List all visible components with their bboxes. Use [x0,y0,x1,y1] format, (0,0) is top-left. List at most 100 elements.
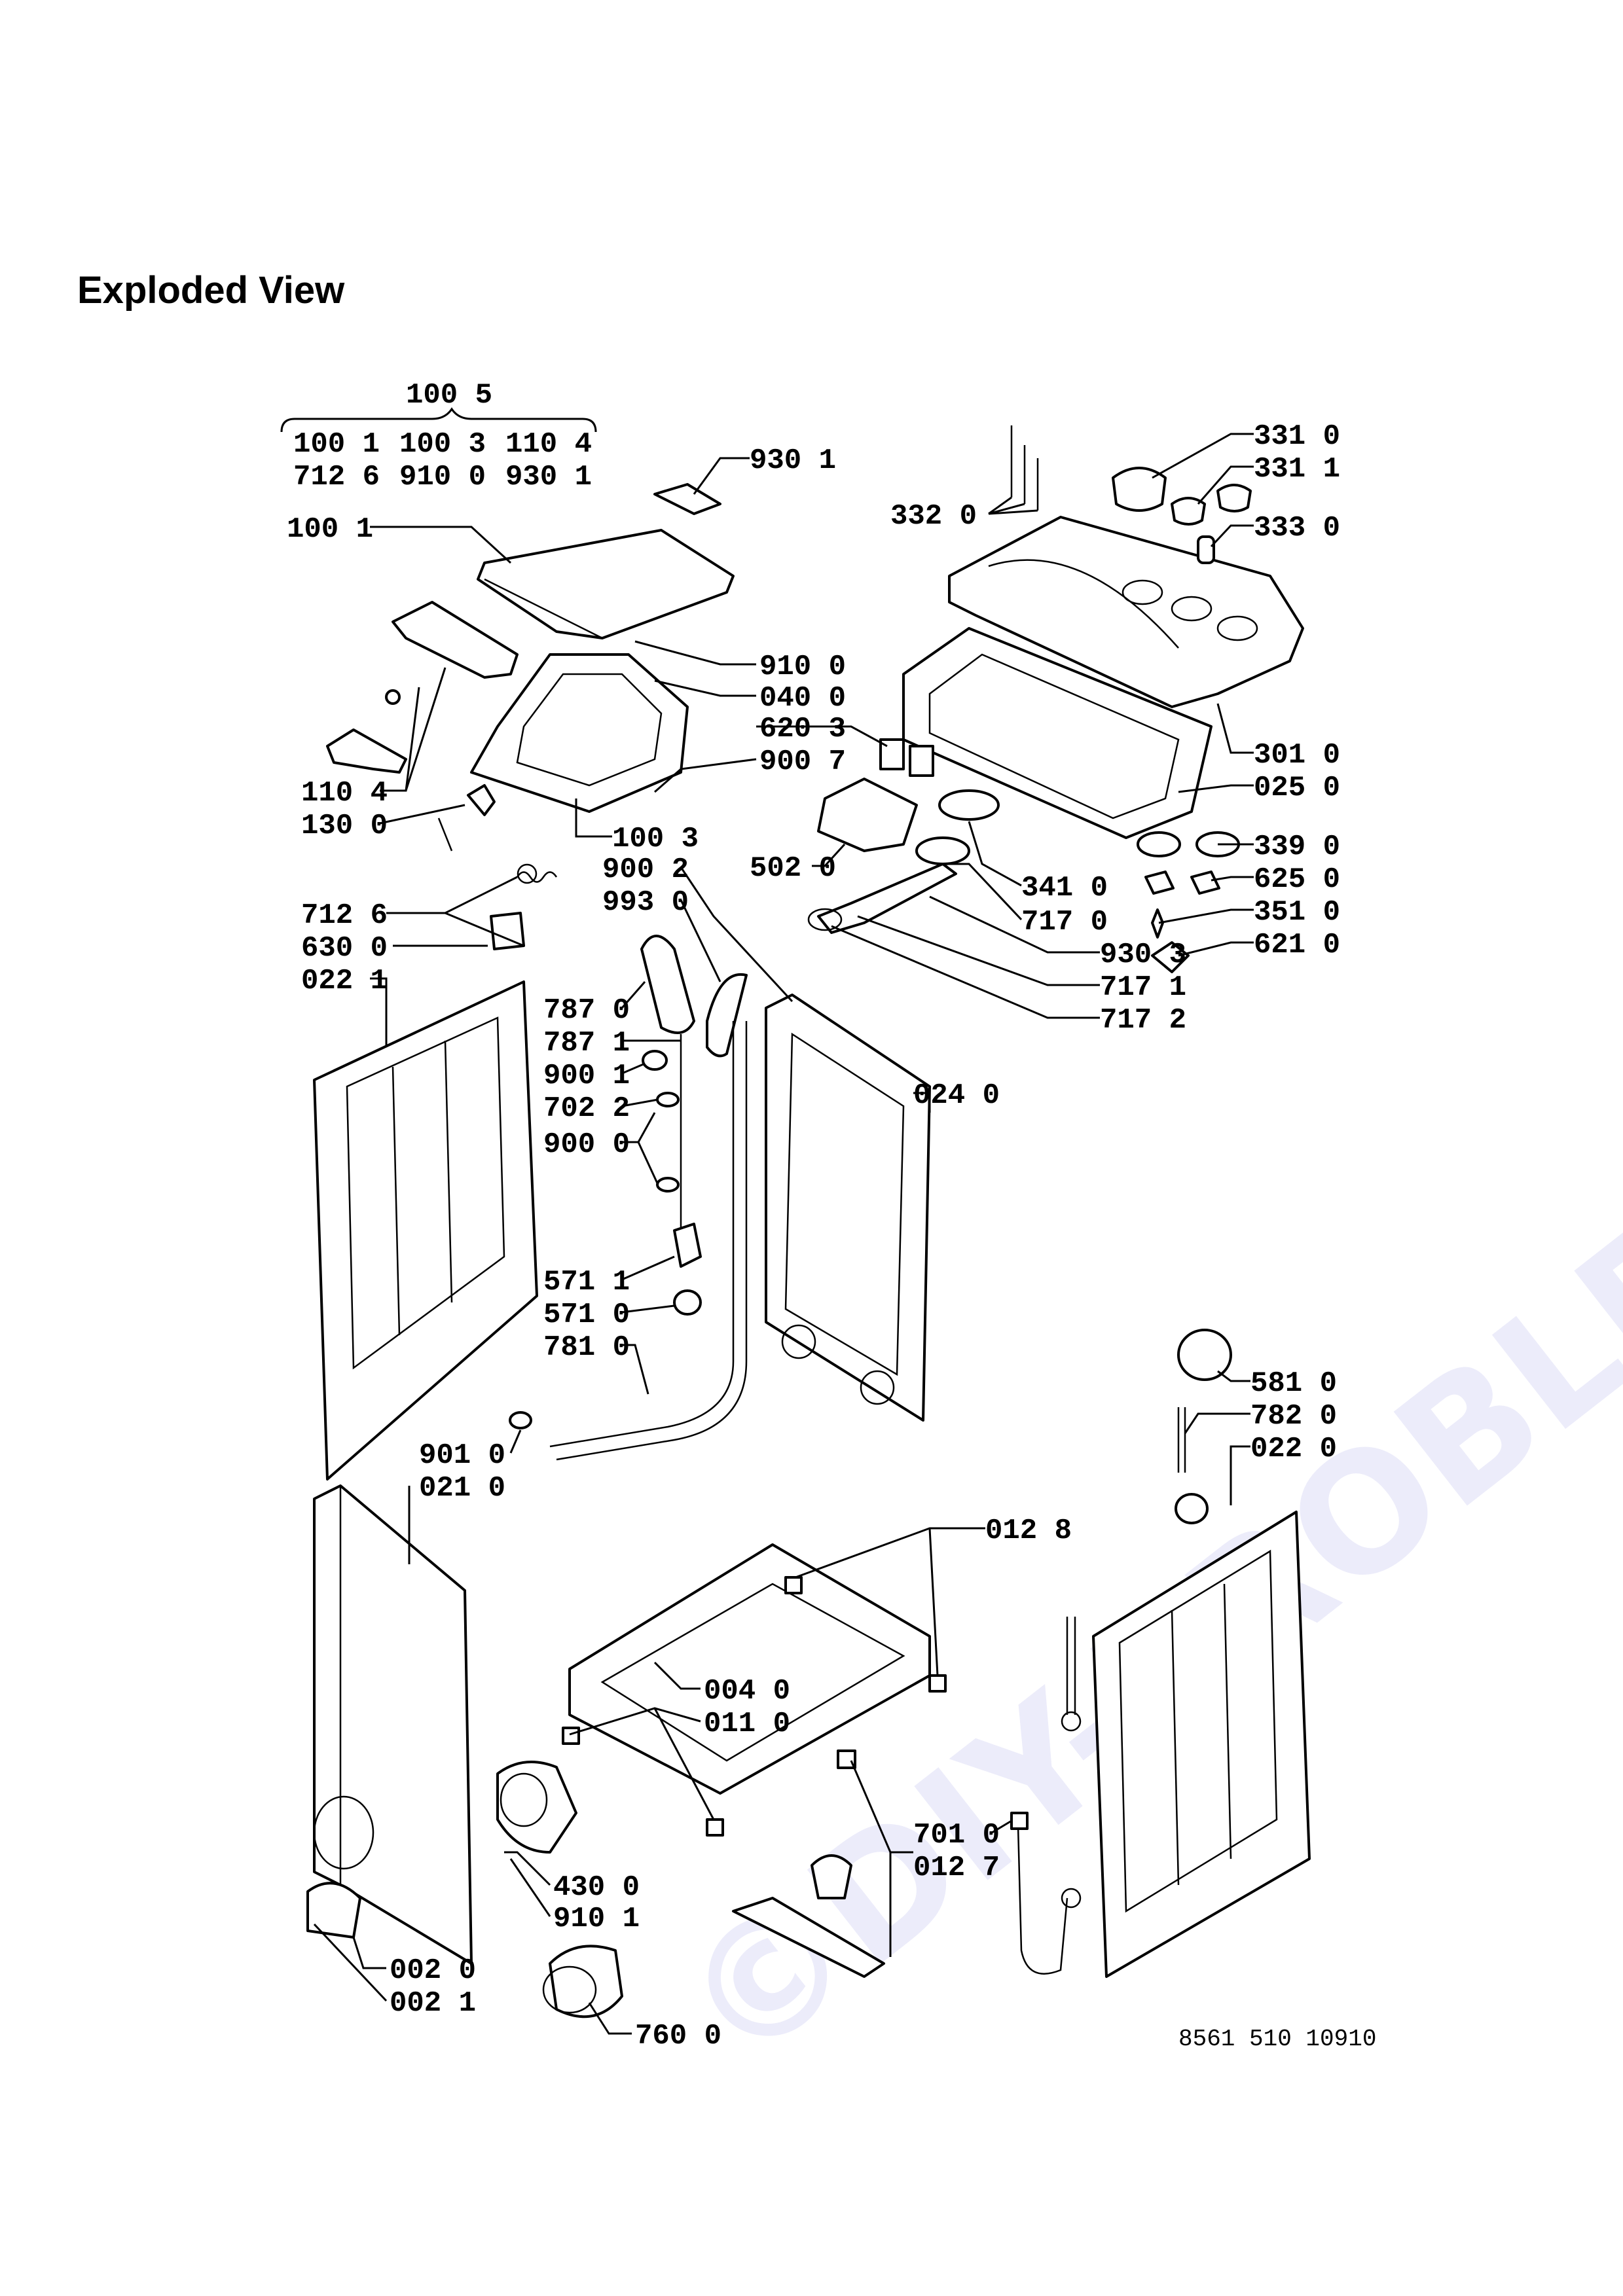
part-label: 024 0 [913,1079,1000,1112]
support-bracket [811,1854,852,1899]
inlet-hose [640,935,695,1034]
part-label: 301 0 [1254,739,1340,772]
part-label: 930 3 [1100,939,1186,971]
part-label: 130 0 [301,810,388,842]
kit-row-0-col-1: 100 3 [399,428,486,461]
part-labels: 930 1 331 0 331 1 332 0 333 0 100 1 910 … [287,420,1340,2053]
inlet-valve-hose [1017,1825,1068,1975]
part-label: 760 0 [635,2020,721,2053]
part-label: 110 4 [301,777,388,810]
clip [467,784,496,816]
part-label: 900 2 [602,853,689,886]
lid [477,529,735,639]
ring-900-1 [642,1050,668,1071]
kit-row-0-col-2: 110 4 [505,428,592,461]
part-drawings [306,425,1311,2018]
part-label: 993 0 [602,886,689,919]
drain-pipe [549,1021,735,1448]
part-label: 702 2 [543,1092,630,1125]
part-label: 571 0 [543,1299,630,1331]
part-label: 900 0 [543,1128,630,1161]
switch-block [817,778,918,852]
lever-arm [817,863,957,934]
knob-small-2 [1216,484,1252,512]
kit-row-1-col-0: 712 6 [293,461,380,493]
part-label: 900 7 [759,745,846,778]
part-label: 502 0 [750,852,836,885]
connector-2 [909,745,934,777]
part-label: 712 6 [301,899,388,932]
bracket-621 [1151,941,1190,973]
part-label: 787 0 [543,994,630,1027]
pin-351 [1151,908,1164,939]
part-label: 332 0 [890,500,977,533]
clip-625-1 [1144,870,1175,895]
part-label: 341 0 [1021,872,1108,905]
part-label: 781 0 [543,1331,630,1364]
part-label: 331 1 [1254,453,1340,486]
service-hatch [313,1795,374,1870]
part-label: 025 0 [1254,772,1340,804]
latch [326,728,407,774]
part-label: 002 1 [390,1987,476,2020]
foot-4 [562,1727,580,1745]
part-label: 004 0 [704,1675,790,1708]
part-label: 782 0 [1250,1400,1337,1433]
part-label: 002 0 [390,1954,476,1987]
cam-2 [915,836,970,865]
part-label: 930 1 [750,444,836,477]
bung-901 [509,1411,532,1429]
part-label: 717 0 [1021,906,1108,939]
part-label: 910 1 [553,1903,640,1935]
button-rod [1197,535,1215,564]
part-label: 100 1 [287,513,373,546]
adjust-knob-581 [1177,1329,1232,1381]
clip-625-2 [1190,870,1220,895]
lid-handle [653,483,721,515]
part-label: 620 3 [759,713,846,745]
knob-small-1 [1171,497,1206,526]
part-label: 630 0 [301,932,388,965]
part-label: 787 1 [543,1027,630,1060]
drawing-number: 8561 510 10910 [1178,2026,1376,2053]
part-label: 021 0 [419,1472,505,1505]
hatch-cover [306,1882,361,1939]
pressure-chamber [673,1289,702,1316]
part-label: 333 0 [1254,512,1340,545]
part-label: 581 0 [1250,1367,1337,1400]
kit-header: 100 5 100 1 100 3 110 4 712 6 910 0 930 … [280,379,597,493]
hinge-bar [392,601,519,679]
kit-row-1-col-2: 930 1 [505,461,592,493]
foot-3 [706,1818,724,1837]
light-pipes [1010,425,1039,511]
cap-702-2 [656,1092,680,1107]
top-frame [470,653,689,813]
part-label: 022 1 [301,965,388,997]
part-label: 012 8 [985,1515,1072,1547]
cap-900-0 [656,1177,680,1193]
part-label: 430 0 [553,1871,640,1904]
side-panel-right [1092,1511,1311,1978]
spring [516,871,558,883]
part-label: 701 0 [913,1819,1000,1852]
support-sole [732,1897,885,1978]
part-label: 012 7 [913,1852,1000,1884]
cam [938,789,1000,821]
pump-filter [549,1945,623,2018]
part-label: 625 0 [1254,863,1340,896]
bearing-1 [1137,831,1181,857]
part-label: 100 3 [612,823,699,855]
part-label: 011 0 [704,1708,790,1740]
part-label: 351 0 [1254,896,1340,929]
part-label: 901 0 [419,1439,505,1472]
foot-1 [784,1576,803,1594]
page-title: Exploded View [77,269,345,312]
part-label: 040 0 [759,682,846,715]
kit-header-label: 100 5 [406,379,492,412]
part-label: 717 2 [1100,1004,1186,1037]
part-label: 621 0 [1254,929,1340,961]
control-panel [948,516,1304,708]
part-label: 717 1 [1100,971,1186,1004]
part-label: 900 1 [543,1060,630,1092]
